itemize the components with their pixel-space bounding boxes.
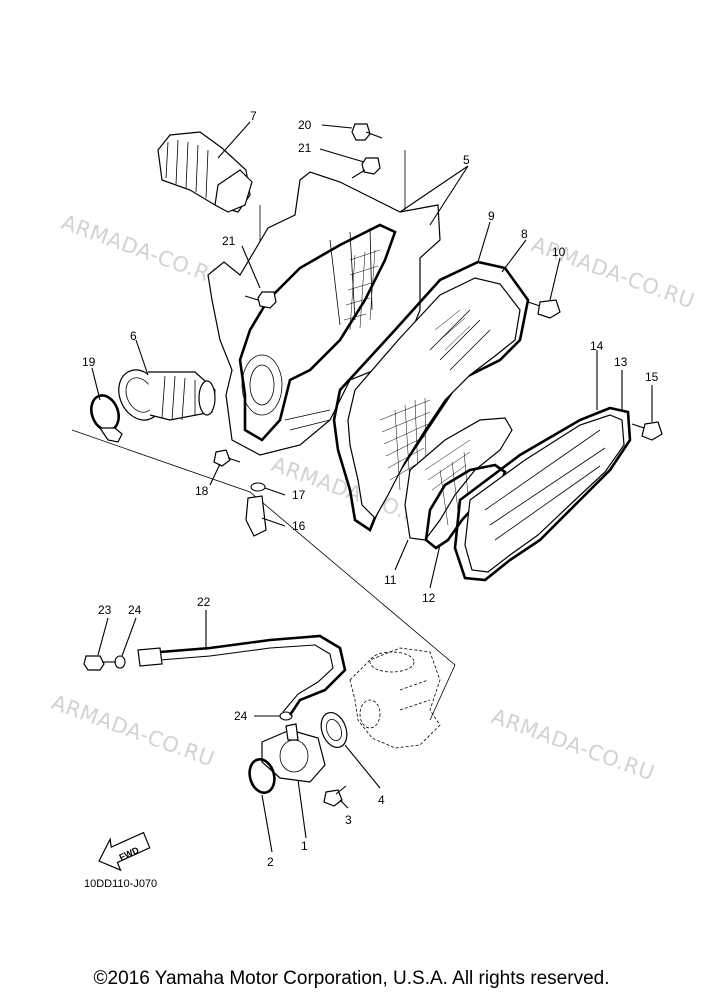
hose-22	[137, 634, 347, 716]
screw-15	[631, 421, 663, 441]
callout-1: 1	[301, 839, 308, 853]
callout-24-lower: 24	[234, 709, 248, 723]
callout-9: 9	[488, 209, 495, 223]
clamp-4	[320, 711, 348, 749]
callout-20: 20	[298, 118, 312, 132]
callout-22: 22	[197, 595, 211, 609]
bolt-23	[83, 655, 116, 671]
screw-18	[213, 449, 241, 467]
clip-24-upper	[114, 655, 126, 669]
callout-23: 23	[98, 603, 112, 617]
callout-6: 6	[130, 329, 137, 343]
callout-24-upper: 24	[128, 603, 142, 617]
clamp-19	[90, 394, 123, 443]
callout-21-upper: 21	[298, 141, 312, 155]
callout-11: 11	[384, 573, 397, 587]
joint-6	[118, 369, 216, 421]
carburetor-reference	[349, 647, 441, 749]
callout-19: 19	[82, 355, 96, 369]
air-filter-case-5	[207, 171, 441, 456]
screw-10	[527, 299, 561, 319]
callout-17: 17	[292, 488, 306, 502]
callout-7: 7	[250, 109, 257, 123]
carburetor-joint-1	[261, 723, 326, 783]
callout-3: 3	[345, 813, 352, 827]
callout-18: 18	[195, 484, 209, 498]
leader-lines	[91, 121, 653, 853]
callout-8: 8	[521, 227, 528, 241]
callout-12: 12	[422, 591, 436, 605]
watermark: ARMADA-CO.RU	[58, 210, 228, 291]
element-case-8	[347, 277, 521, 519]
drain-hose-16	[245, 495, 267, 537]
callout-14: 14	[590, 339, 604, 353]
callout-15: 15	[645, 370, 659, 384]
callout-16: 16	[292, 519, 306, 533]
callout-4: 4	[378, 793, 385, 807]
callout-21-lower: 21	[222, 234, 236, 248]
forward-arrow-icon: FWD	[98, 831, 151, 872]
seal-14	[453, 406, 632, 582]
screw-3	[323, 785, 347, 807]
bolt-20	[351, 123, 383, 141]
callout-labels: 1 2 3 4 5 6 7 8 9 10 11 12 13 14 15 16 1…	[82, 109, 659, 869]
callout-5: 5	[463, 153, 470, 167]
watermark: ARMADA-CO.RU	[48, 690, 218, 771]
drawing-code: 10DD110-J070	[84, 878, 157, 890]
clip-24-lower	[279, 711, 293, 721]
copyright-notice: ©2016 Yamaha Motor Corporation, U.S.A. A…	[93, 968, 610, 989]
bolt-21-lower	[244, 291, 277, 309]
intake-duct-7	[157, 131, 253, 213]
callout-2: 2	[267, 855, 274, 869]
cover-13	[464, 414, 625, 573]
callout-10: 10	[552, 245, 566, 259]
o-ring-2	[248, 757, 276, 795]
bolt-21-upper	[351, 157, 381, 179]
clip-17	[250, 482, 266, 492]
watermark: ARMADA-CO.RU	[488, 704, 658, 785]
callout-13: 13	[614, 355, 628, 369]
